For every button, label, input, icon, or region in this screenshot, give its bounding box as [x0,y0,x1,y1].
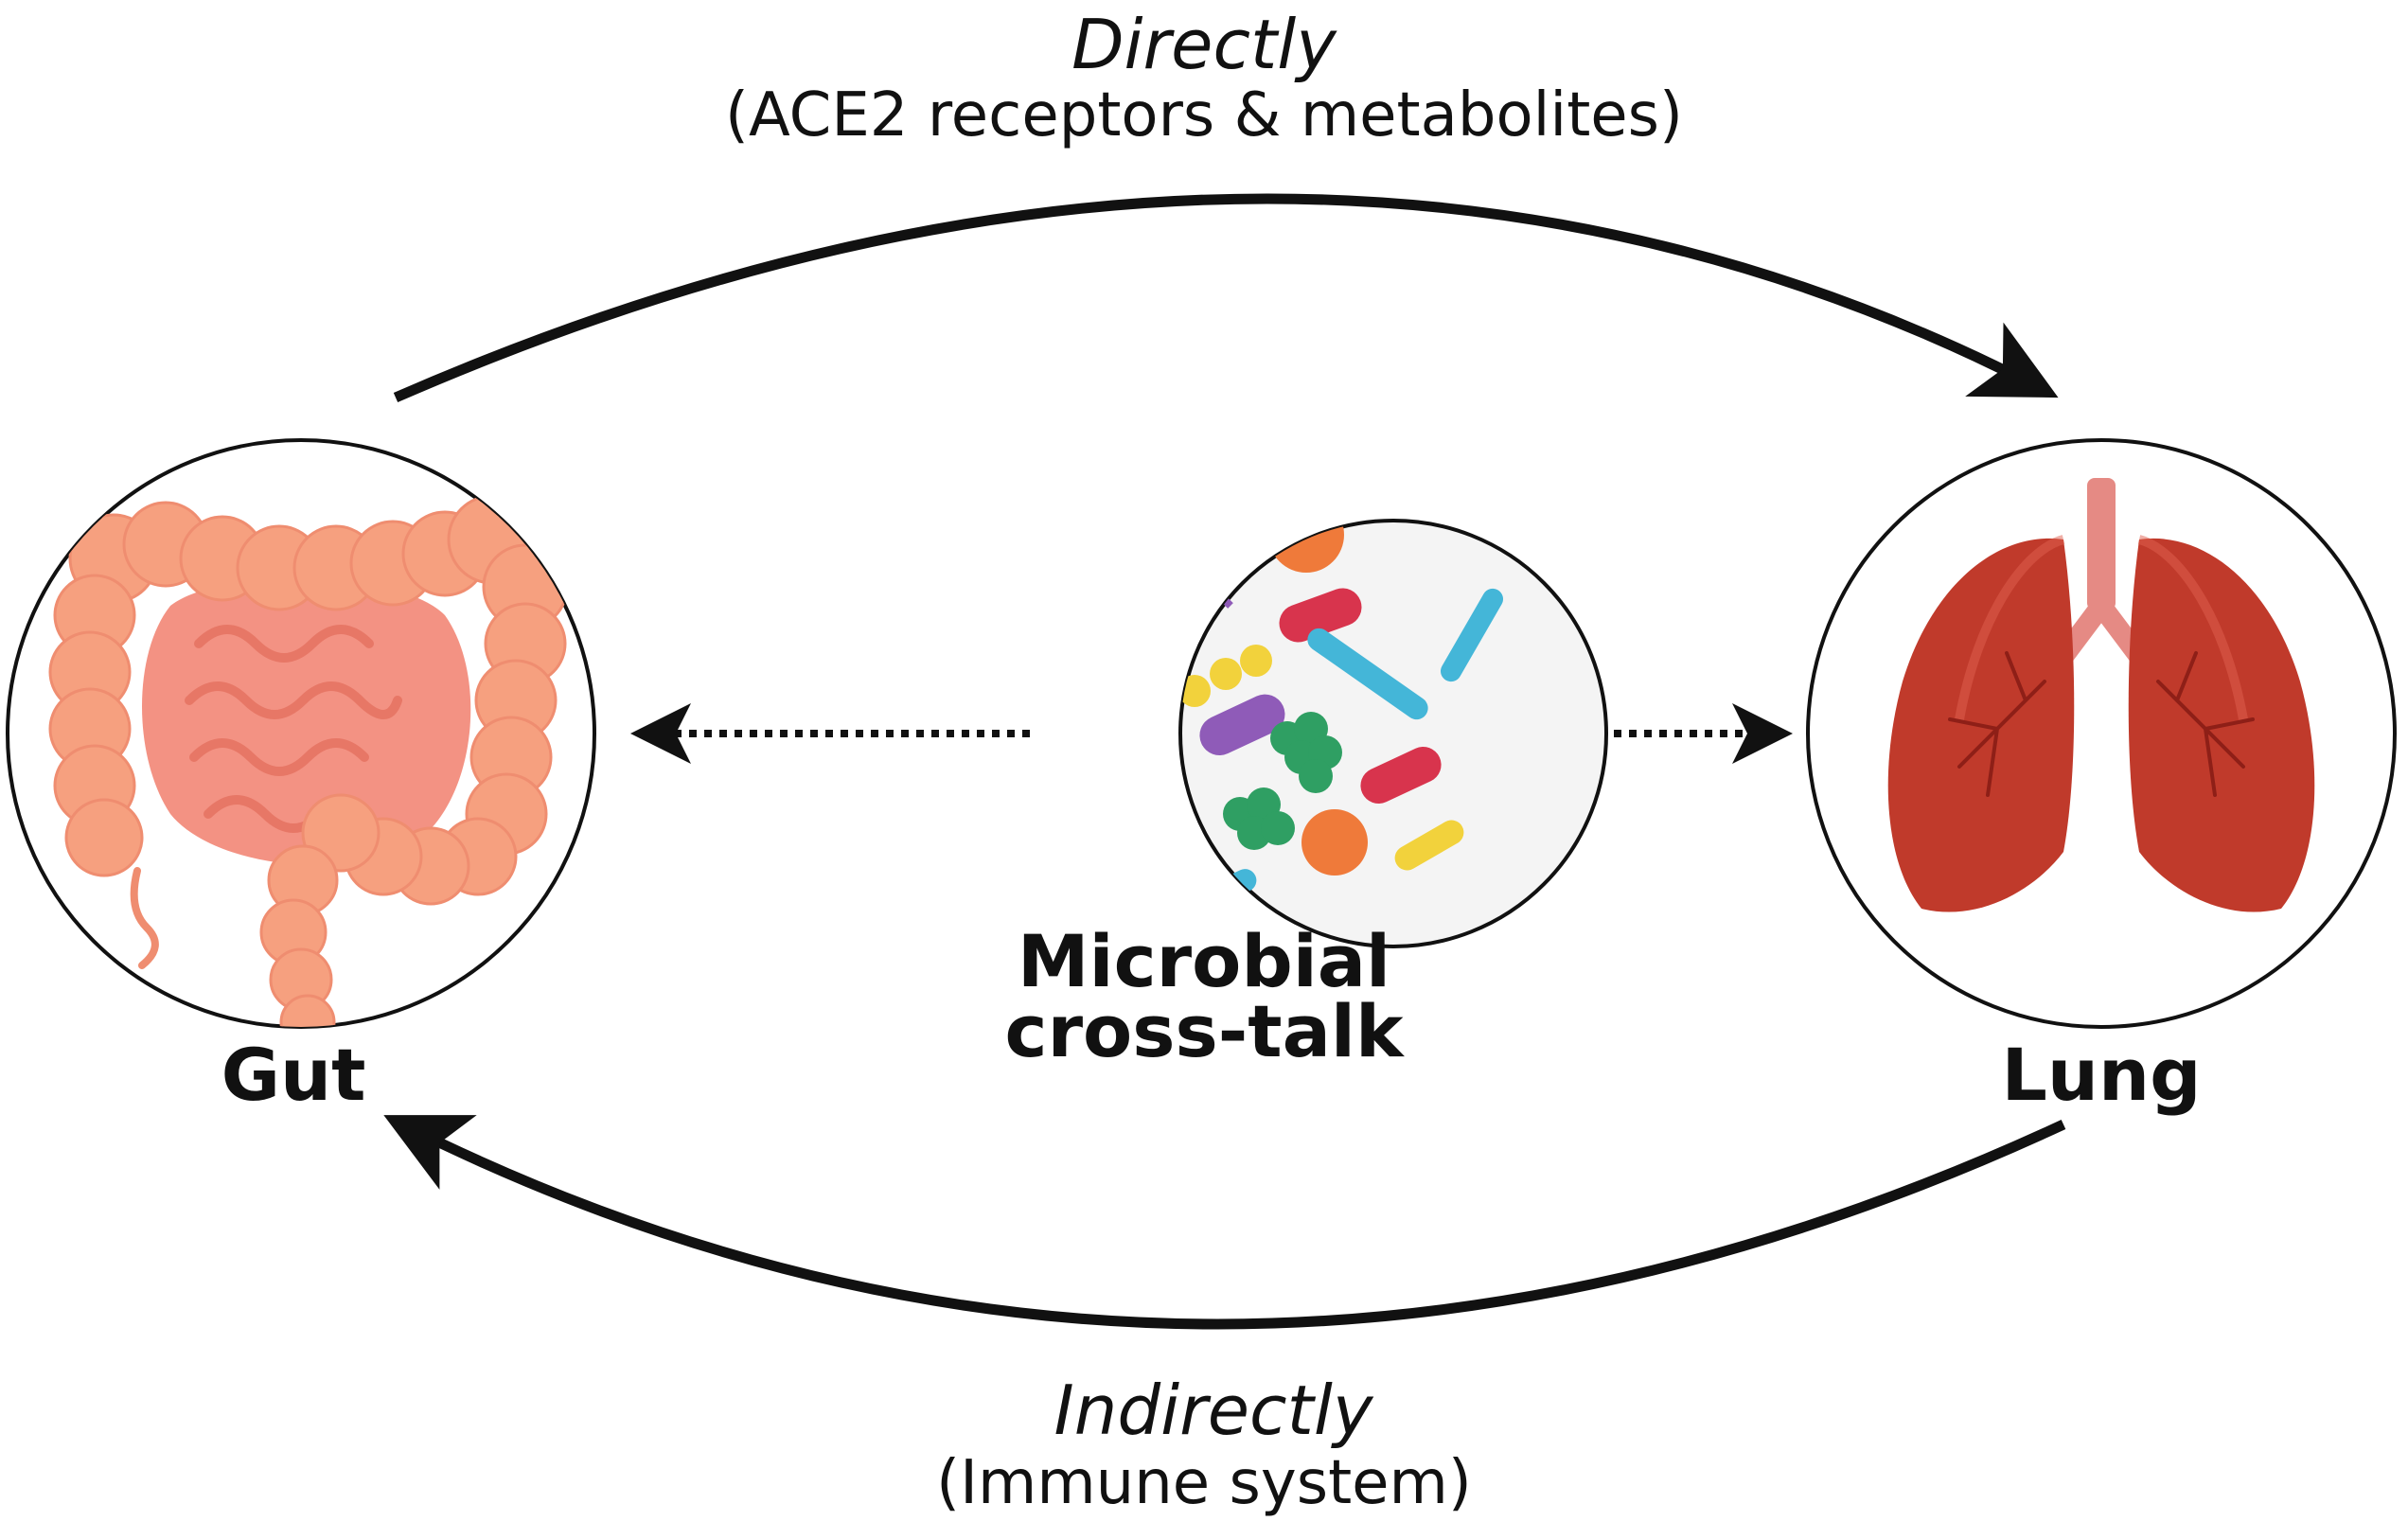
lung-illustration [1806,438,2397,1029]
direct-detail: (ACE2 receptors & metabolites) [725,80,1683,150]
lung-label: Lung [2001,1033,2202,1117]
indirect-arrow [383,1115,2066,1330]
gut-label: Gut [221,1033,366,1117]
microbes-illustration [1178,519,1608,948]
indirect-label: Indirectly [1054,1371,1373,1450]
direct-arrow [393,193,2059,403]
center-label-line1: Microbial [1017,919,1391,1003]
gut-illustration [6,438,596,1029]
center-label-line2: cross-talk [1004,989,1404,1073]
indirect-detail: (Immune system) [936,1448,1472,1518]
direct-label: Directly [1071,5,1337,84]
